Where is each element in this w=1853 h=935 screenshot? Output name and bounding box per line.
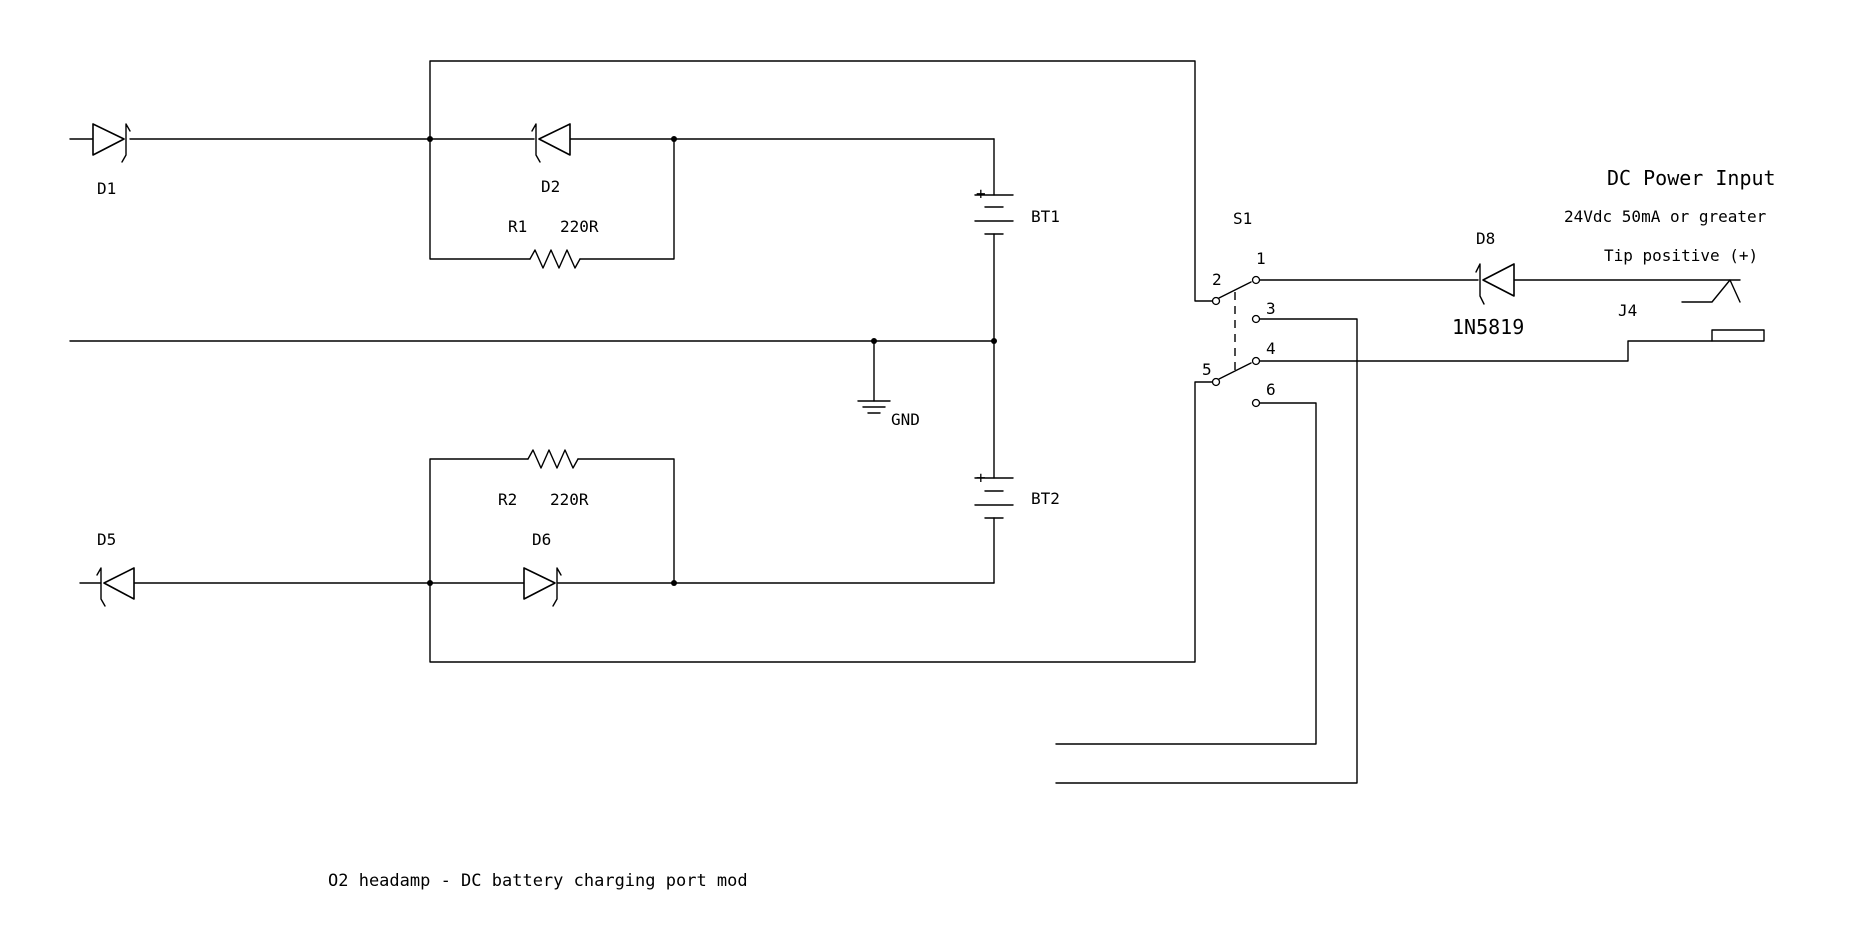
label-r1: R1 <box>508 217 527 236</box>
junction-dot <box>871 338 877 344</box>
label-pin-5: 5 <box>1202 360 1212 379</box>
label-bt2-plus: + <box>976 468 986 487</box>
label-pin-2: 2 <box>1212 270 1222 289</box>
label-gnd: GND <box>891 410 920 429</box>
battery-bt1-symbol <box>974 194 1014 235</box>
jack-barrel <box>1711 329 1765 342</box>
wire-r2-left <box>429 458 529 584</box>
diode-d1-symbol <box>92 123 131 163</box>
label-pin-3: 3 <box>1266 299 1276 318</box>
label-d8-part: 1N5819 <box>1452 315 1524 339</box>
resistor-r2-symbol <box>527 449 579 469</box>
labels: D1 D2 R1 220R + BT1 GND + BT2 R2 220R D5… <box>97 166 1776 891</box>
label-d1: D1 <box>97 179 116 198</box>
junction-dot <box>671 580 677 586</box>
battery-bt2-symbol <box>974 477 1014 519</box>
wire-s1-pin6-down <box>1055 402 1317 745</box>
label-pin-4: 4 <box>1266 339 1276 358</box>
diagram-caption: O2 headamp - DC battery charging port mo… <box>328 871 748 891</box>
switch-contact-1 <box>1251 275 1261 285</box>
wire-top-loop <box>429 60 1215 302</box>
switch-lever-lower <box>1218 362 1252 380</box>
diode-d8-symbol <box>1475 263 1515 305</box>
junctions <box>427 136 997 586</box>
label-d5: D5 <box>97 530 116 549</box>
label-bt1-plus: + <box>976 184 986 203</box>
label-d8: D8 <box>1476 229 1495 248</box>
diode-d5-symbol <box>96 567 135 607</box>
label-pin-1: 1 <box>1256 249 1266 268</box>
junction-dot <box>427 136 433 142</box>
switch-contact-4 <box>1251 356 1261 366</box>
wire-r2-right <box>577 458 675 584</box>
wire-s1-pin3-down <box>1055 318 1358 784</box>
junction-dot <box>991 338 997 344</box>
label-bt2: BT2 <box>1031 489 1060 508</box>
label-power-input-polarity: Tip positive (+) <box>1604 246 1758 265</box>
ground-symbol <box>857 400 891 414</box>
dc-jack-j4-symbol <box>1681 279 1765 342</box>
junction-dot <box>671 136 677 142</box>
label-r2: R2 <box>498 490 517 509</box>
switch-contact-2 <box>1211 296 1221 306</box>
wire-bottom-loop <box>429 381 1215 663</box>
switch-s1-symbol <box>1211 275 1261 408</box>
jack-spring-contact <box>1681 279 1741 303</box>
switch-lever-upper <box>1218 281 1252 299</box>
label-r1-value: 220R <box>560 217 599 236</box>
switch-contact-3 <box>1251 314 1261 324</box>
resistor-r1-symbol <box>529 249 581 269</box>
label-power-input-rating: 24Vdc 50mA or greater <box>1564 207 1767 226</box>
label-d6: D6 <box>532 530 551 549</box>
label-pin-6: 6 <box>1266 380 1276 399</box>
switch-contact-6 <box>1251 398 1261 408</box>
label-bt1: BT1 <box>1031 207 1060 226</box>
label-d2: D2 <box>541 177 560 196</box>
wires <box>69 60 1741 784</box>
label-j4: J4 <box>1618 301 1637 320</box>
junction-dot <box>427 580 433 586</box>
switch-contact-5 <box>1211 377 1221 387</box>
label-power-input-title: DC Power Input <box>1607 166 1776 190</box>
wire-r1-right <box>579 138 675 260</box>
label-r2-value: 220R <box>550 490 589 509</box>
diode-d2-symbol <box>531 123 571 163</box>
diode-d6-symbol <box>523 567 562 607</box>
wire-s1-pin4-to-jack <box>1259 340 1713 362</box>
label-s1: S1 <box>1233 209 1252 228</box>
wire-r1-left <box>429 138 531 260</box>
